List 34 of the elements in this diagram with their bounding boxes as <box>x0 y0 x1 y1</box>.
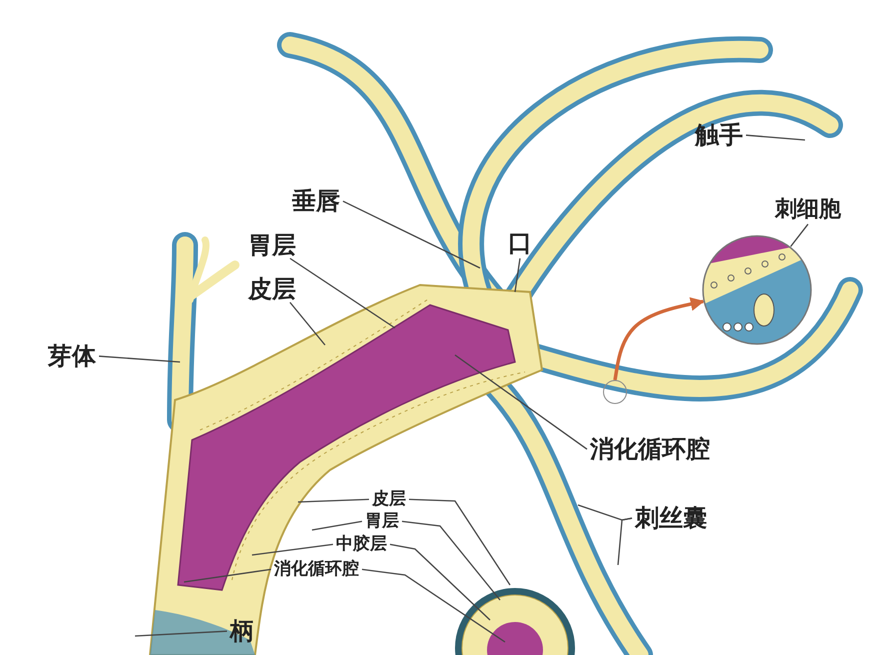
leader-line <box>342 200 480 269</box>
leader-line <box>746 134 806 141</box>
part-label: 胃层 <box>248 232 296 258</box>
part-label: 口 <box>508 230 532 256</box>
part-label: 皮层 <box>248 276 296 302</box>
leader-line <box>390 544 490 620</box>
arrow <box>613 297 705 380</box>
leader-line <box>362 568 506 643</box>
leader-line <box>408 498 511 586</box>
part-label: 胃层 <box>365 512 399 531</box>
leader-line <box>617 518 632 566</box>
magnifier-circle <box>603 380 627 404</box>
part-label: 芽体 <box>48 343 96 370</box>
leader-line <box>134 630 228 637</box>
part-label: 消化循环腔 <box>590 436 710 462</box>
leader-line <box>290 258 396 329</box>
leader-line <box>252 544 334 556</box>
leader-line <box>184 568 272 583</box>
leader-line <box>454 354 588 450</box>
part-label: 触手 <box>695 122 743 148</box>
part-label: 皮层 <box>372 490 406 509</box>
leader-line <box>790 224 809 247</box>
part-label: 刺细胞 <box>775 198 841 222</box>
part-label: 柄 <box>230 618 254 644</box>
leader-line <box>98 356 180 363</box>
part-label: 消化循环腔 <box>274 560 359 579</box>
leader-line <box>402 520 500 600</box>
leader-line <box>514 258 521 292</box>
part-label: 刺丝囊 <box>635 505 707 532</box>
leader-line <box>312 520 362 531</box>
leader-line <box>298 498 370 503</box>
part-label: 中胶层 <box>336 535 387 554</box>
part-label: 垂唇 <box>292 188 340 214</box>
leader-line <box>290 302 326 346</box>
